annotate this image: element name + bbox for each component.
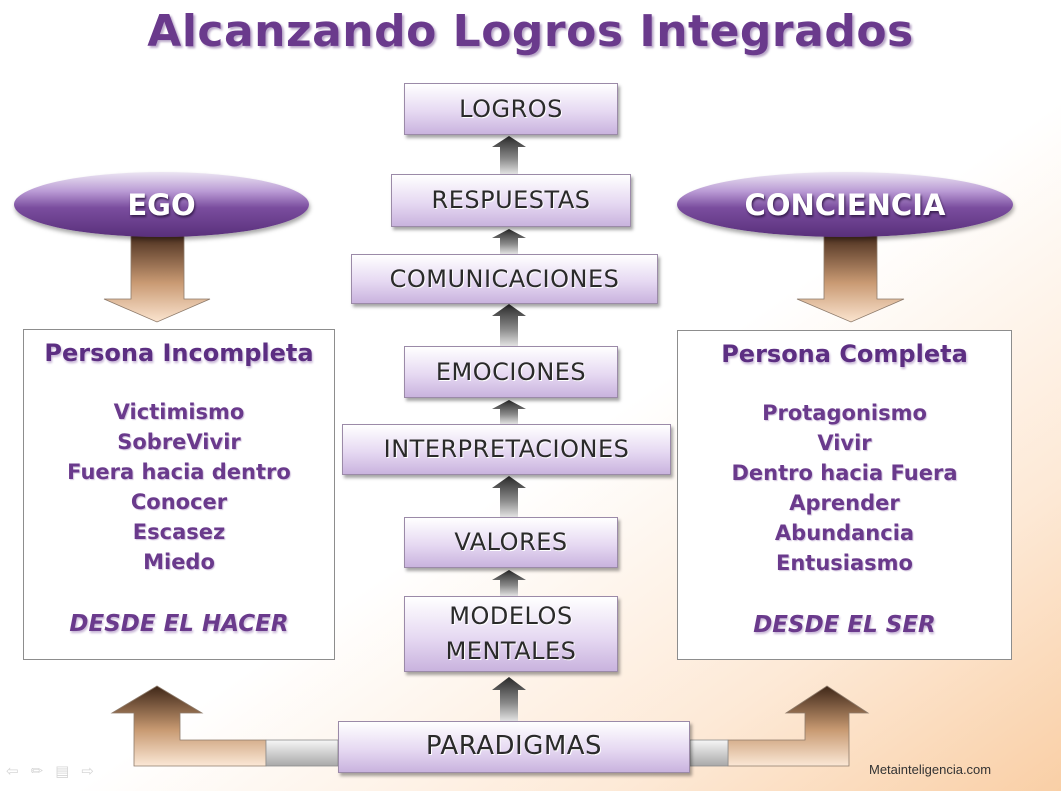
panel-footer: DESDE EL HACER [69,611,289,637]
ego-ellipse: EGO [14,172,309,237]
box-logros: LOGROS [404,83,618,135]
ellipse-label: EGO [127,187,196,222]
list-item: Vivir [817,431,872,455]
box-respuestas: RESPUESTAS [391,174,631,227]
list-item: SobreVivir [117,430,241,454]
slide-nav-toolbar: ⇦ ✏ ▤ ⇨ [6,763,94,779]
left-connector-bar [265,739,339,767]
box-emociones: EMOCIONES [404,346,618,398]
list-item: Conocer [130,490,228,514]
pen-icon[interactable]: ✏ [30,762,44,780]
box-interpretaciones: INTERPRETACIONES [342,424,671,475]
list-item: Fuera hacia dentro [67,460,291,484]
list-item: Abundancia [774,521,915,545]
page-title: Alcanzando Logros Integrados [147,6,914,57]
box-label: INTERPRETACIONES [383,435,630,464]
box-paradigmas: PARADIGMAS [338,721,690,773]
step-arrow-icon [492,677,526,721]
box-label: LOGROS [459,94,563,123]
list-item: Entusiasmo [776,551,913,575]
panel-title: Persona Completa [721,340,968,368]
step-arrow-icon [492,570,526,596]
panel-footer: DESDE EL SER [753,612,936,638]
list-item: Miedo [143,550,215,574]
box-comunicaciones: COMUNICACIONES [351,254,658,304]
list-item: Victimismo [113,400,245,424]
box-valores: VALORES [404,517,618,568]
step-arrow-icon [492,136,526,174]
conciencia-ellipse: CONCIENCIA [677,172,1013,237]
step-arrow-icon [492,476,526,517]
box-modelos-mentales: MODELOS MENTALES [404,596,618,672]
box-label: EMOCIONES [435,357,587,386]
right-connector-bar [689,739,729,767]
ellipse-label: CONCIENCIA [744,187,946,222]
list-item: Protagonismo [762,401,927,425]
box-label: RESPUESTAS [431,186,591,215]
back-icon[interactable]: ⇦ [6,762,19,780]
box-label: COMUNICACIONES [389,264,620,293]
list-item: Escasez [132,520,226,544]
menu-icon[interactable]: ▤ [55,762,70,780]
list-item: Aprender [789,491,900,515]
persona-incompleta-panel: Persona Incompleta Victimismo SobreVivir… [23,329,335,660]
footer-url: Metainteligencia.com [869,762,992,777]
step-arrow-icon [492,400,526,424]
list-item: Dentro hacia Fuera [731,461,958,485]
forward-icon[interactable]: ⇨ [81,762,94,780]
step-arrow-icon [492,304,526,346]
right-up-arrow [727,685,870,767]
panel-list: Victimismo SobreVivir Fuera hacia dentro… [24,397,334,577]
left-up-arrow [110,685,267,767]
box-label: VALORES [454,528,568,557]
panel-title: Persona Incompleta [44,339,314,367]
box-label: PARADIGMAS [425,731,603,762]
conciencia-down-arrow [796,234,905,323]
persona-completa-panel: Persona Completa Protagonismo Vivir Dent… [677,330,1012,660]
panel-list: Protagonismo Vivir Dentro hacia Fuera Ap… [678,398,1011,578]
step-arrow-icon [492,229,526,254]
box-label: MODELOS MENTALES [445,602,577,665]
ego-down-arrow [103,234,211,323]
